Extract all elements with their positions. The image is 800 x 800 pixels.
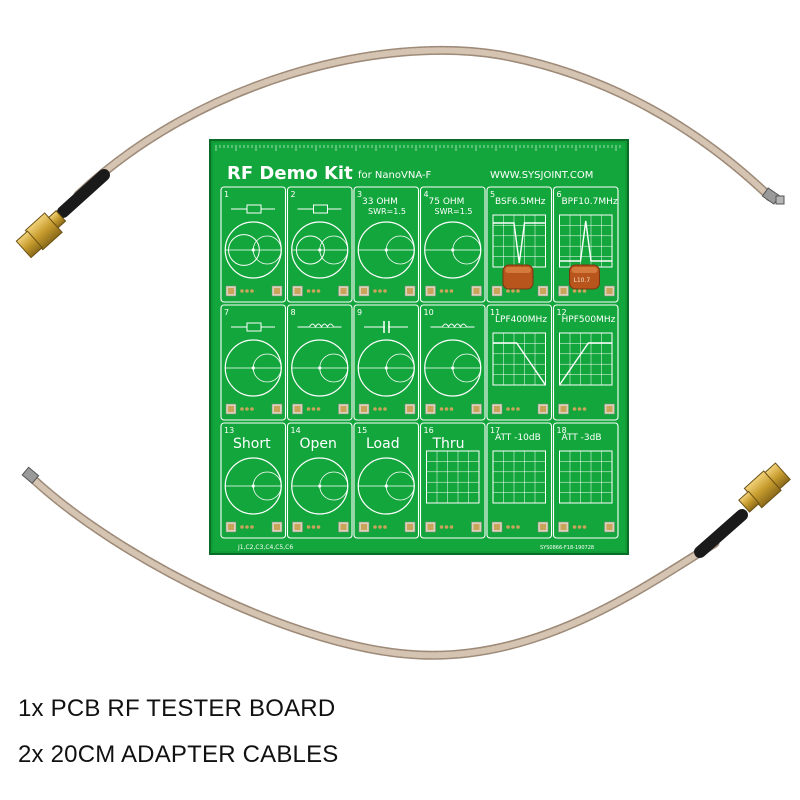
test-cell-10: 10 bbox=[419, 304, 486, 421]
cell-number: 15 bbox=[357, 426, 367, 435]
cell-label: 75 OHM bbox=[429, 197, 465, 207]
top-adapter-cable bbox=[15, 45, 785, 259]
cell-label: BPF10.7MHz bbox=[562, 197, 618, 207]
cell-label: BSF6.5MHz bbox=[495, 197, 546, 207]
cell-number: 10 bbox=[424, 308, 434, 317]
board-serial: SYS0866-F18-190728 bbox=[540, 545, 594, 551]
resistor-icon bbox=[231, 322, 275, 332]
capacitor-icon bbox=[364, 321, 408, 333]
sma-connector-icon bbox=[15, 210, 67, 259]
filter-marking: L10.7 bbox=[574, 277, 591, 284]
ufl-connector-icon bbox=[761, 187, 785, 205]
cell-sublabel: SWR=1.5 bbox=[368, 207, 406, 216]
sma-connector-icon bbox=[738, 462, 791, 513]
rlc-circuit-icon bbox=[297, 204, 342, 214]
cell-number: 9 bbox=[357, 308, 362, 317]
test-cell-9: 9 bbox=[353, 304, 420, 421]
cell-number: 4 bbox=[424, 190, 429, 199]
cell-number: 17 bbox=[490, 426, 500, 435]
test-cell-7: 7 bbox=[220, 304, 287, 421]
connector-codes: J1,C2,C3,C4,C5,C6 bbox=[237, 544, 293, 551]
cell-number: 14 bbox=[291, 426, 301, 435]
cell-number: 5 bbox=[490, 190, 495, 199]
cell-label: 33 OHM bbox=[362, 197, 398, 207]
cell-number: 12 bbox=[557, 308, 567, 317]
cell-number: 7 bbox=[224, 308, 229, 317]
caption-board: 1x PCB RF TESTER BOARD bbox=[18, 695, 336, 722]
caption-cables: 2x 20CM ADAPTER CABLES bbox=[18, 741, 339, 768]
cell-number: 8 bbox=[291, 308, 296, 317]
cell-label: Open bbox=[300, 436, 337, 452]
cell-label: Thru bbox=[432, 436, 465, 452]
ceramic-filter-icon bbox=[502, 264, 534, 290]
cell-number: 11 bbox=[490, 308, 500, 317]
rc-circuit-icon bbox=[231, 204, 275, 214]
board-title: RF Demo Kit bbox=[227, 163, 353, 184]
cell-number: 13 bbox=[224, 426, 234, 435]
test-cell-2: 2 bbox=[286, 186, 353, 303]
ceramic-filter-icon: L10.7 bbox=[569, 264, 600, 290]
cell-label: Short bbox=[233, 436, 271, 452]
cell-label: LPF400MHz bbox=[495, 315, 547, 325]
inductor-icon bbox=[430, 323, 475, 329]
cell-number: 16 bbox=[424, 426, 434, 435]
cell-label: HPF500MHz bbox=[562, 315, 616, 325]
rf-demo-kit-board: RF Demo Kit for NanoVNA-F WWW.SYSJOINT.C… bbox=[209, 139, 629, 555]
cell-number: 2 bbox=[291, 190, 296, 199]
ruler-scale bbox=[215, 145, 621, 151]
cell-number: 3 bbox=[357, 190, 362, 199]
cell-number: 1 bbox=[224, 190, 229, 199]
cell-number: 6 bbox=[557, 190, 562, 199]
bottom-adapter-cable bbox=[21, 462, 791, 660]
cell-label: ATT -3dB bbox=[562, 433, 602, 443]
inductor-icon bbox=[297, 323, 342, 329]
board-subtitle: for NanoVNA-F bbox=[358, 170, 432, 181]
ufl-connector-icon bbox=[21, 466, 40, 485]
test-cell-1: 1 bbox=[220, 186, 287, 303]
cell-label: Load bbox=[366, 436, 400, 452]
cell-number: 18 bbox=[557, 426, 567, 435]
board-website: WWW.SYSJOINT.COM bbox=[490, 170, 593, 181]
cell-sublabel: SWR=1.5 bbox=[435, 207, 473, 216]
cell-label: ATT -10dB bbox=[495, 433, 541, 443]
test-cell-8: 8 bbox=[286, 304, 353, 421]
